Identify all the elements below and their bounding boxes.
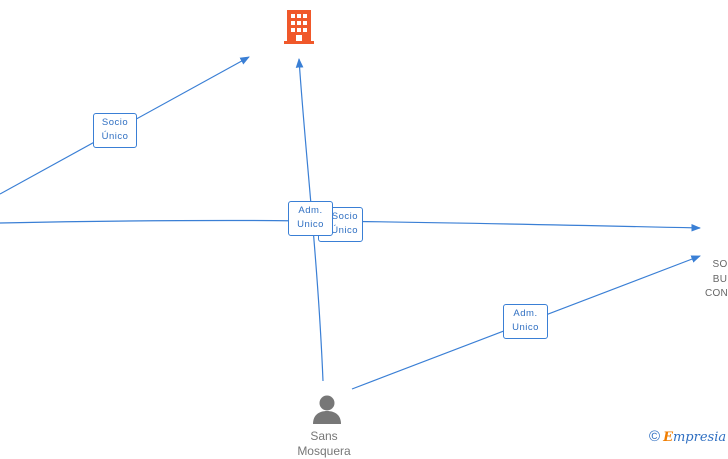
company-node[interactable] xyxy=(283,9,315,45)
person-node[interactable] xyxy=(310,394,344,426)
company-name-label: SO BU CONS xyxy=(690,258,728,302)
edge-label-line: Socio xyxy=(101,117,129,128)
edge-left-to-right-company xyxy=(0,219,701,232)
edge-label-line: Único xyxy=(331,225,358,236)
edge-label-adm-unico: Adm. Unico xyxy=(288,201,333,236)
person-icon xyxy=(313,395,341,424)
edge-label-line: Adm. xyxy=(298,205,323,216)
empresia-watermark: ©Empresia xyxy=(649,428,726,446)
watermark-e: E xyxy=(663,430,673,445)
edge-label-line: Único xyxy=(101,131,129,142)
edge-label-line: Adm. xyxy=(513,308,538,319)
company-name-line: SO xyxy=(712,259,728,270)
edge-label-socio-unico: Socio Único xyxy=(93,113,137,148)
person-name-label: Sans Mosquera xyxy=(297,429,351,458)
edge-label-line: Unico xyxy=(297,219,324,230)
watermark-text: mpresia xyxy=(672,430,727,445)
edge-label-line: Socio xyxy=(331,211,358,222)
company-name-line: CONS xyxy=(704,288,728,299)
edge-label-line: Unico xyxy=(512,322,539,333)
copyright-icon: © xyxy=(649,428,661,445)
company-name-line: BU xyxy=(712,273,728,285)
building-icon xyxy=(284,10,314,44)
edge-label-adm-unico: Adm. Unico xyxy=(503,304,548,339)
